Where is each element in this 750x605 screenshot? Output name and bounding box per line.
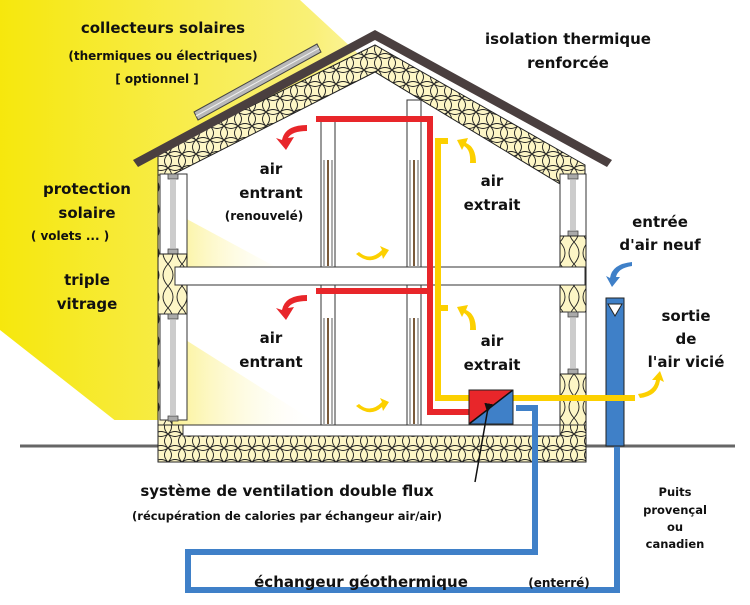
label-geothermal-exchanger: échangeur géothermique (enterré) xyxy=(254,573,590,591)
solar-collectors-optional: [ optionnel ] xyxy=(115,72,199,86)
geothermal-exchanger-title: échangeur géothermique xyxy=(254,573,468,591)
solar-protection-title-2: solaire xyxy=(58,204,115,222)
left-window-lower xyxy=(159,313,188,422)
canadian-well-line3: ou xyxy=(667,520,683,534)
intake-filter-icon xyxy=(607,303,623,317)
upper-air-in-line1: air xyxy=(260,160,283,178)
fresh-air-intake-line1: entrée xyxy=(632,213,688,231)
label-upper-air-in: air entrant (renouvelé) xyxy=(225,160,304,223)
air-flow-arrows xyxy=(276,125,664,413)
label-ventilation-system: système de ventilation double flux (récu… xyxy=(132,482,442,523)
lower-air-out-line2: extrait xyxy=(464,356,521,374)
label-canadian-well: Puits provençal ou canadien xyxy=(643,485,707,551)
label-lower-air-out: air extrait xyxy=(464,332,521,374)
label-triple-glazing: triple vitrage xyxy=(57,271,118,313)
fresh-air-intake-line2: d'air neuf xyxy=(619,236,701,254)
label-stale-air-exit: sortie de l'air vicié xyxy=(648,307,725,371)
right-window-lower xyxy=(559,311,587,375)
lower-air-out-line1: air xyxy=(481,332,504,350)
solar-protection-title: protection xyxy=(43,180,131,198)
yellow-arrow-icon xyxy=(457,305,476,330)
upper-air-out-line2: extrait xyxy=(464,196,521,214)
interior-sunlight-lower xyxy=(170,330,320,425)
canadian-well-line2: provençal xyxy=(643,503,707,517)
canadian-well-line4: canadien xyxy=(646,537,705,551)
solar-protection-note: ( volets ... ) xyxy=(31,229,109,243)
right-window-upper xyxy=(559,173,587,237)
ground-floor-slab xyxy=(182,424,561,437)
lower-air-in-line1: air xyxy=(260,329,283,347)
geothermal-exchanger-note: (enterré) xyxy=(528,576,590,590)
partition-walls xyxy=(320,99,422,426)
stale-air-exit-line3: l'air vicié xyxy=(648,353,725,371)
upper-air-out-line1: air xyxy=(481,172,504,190)
label-upper-air-out: air extrait xyxy=(464,172,521,214)
yellow-arrow-icon xyxy=(638,371,664,398)
canadian-well-line1: Puits xyxy=(659,485,692,499)
ventilation-system-title: système de ventilation double flux xyxy=(140,482,434,500)
lower-air-in-line2: entrant xyxy=(239,353,302,371)
yellow-arrow-icon xyxy=(457,138,476,163)
triple-glazing-line2: vitrage xyxy=(57,295,118,313)
upper-air-in-line2: entrant xyxy=(239,184,302,202)
left-window-upper xyxy=(159,173,188,255)
upper-air-in-note: (renouvelé) xyxy=(225,209,304,223)
triple-glazing-line1: triple xyxy=(64,271,110,289)
label-fresh-air-intake: entrée d'air neuf xyxy=(619,213,701,254)
label-solar-protection: protection solaire ( volets ... ) xyxy=(31,180,131,243)
fresh-air-duct xyxy=(185,405,620,593)
yellow-arrow-icon xyxy=(356,246,389,261)
insulation-title: isolation thermique xyxy=(485,30,651,48)
interior-sunlight-upper xyxy=(170,210,300,280)
extract-air-duct xyxy=(435,138,635,401)
blue-arrow-icon xyxy=(606,262,632,287)
fresh-air-intake-pipe xyxy=(605,297,625,447)
ventilation-system-subtitle: (récupération de calories par échangeur … xyxy=(132,509,442,523)
red-arrow-icon xyxy=(276,125,307,150)
solar-collectors-subtitle: (thermiques ou électriques) xyxy=(68,49,257,63)
intermediate-floor xyxy=(174,266,586,286)
stale-air-exit-line1: sortie xyxy=(661,307,710,325)
label-lower-air-in: air entrant xyxy=(239,329,302,371)
shadow-area xyxy=(0,330,140,440)
yellow-arrow-icon xyxy=(356,398,389,413)
red-arrow-icon xyxy=(276,295,307,320)
solar-collectors-title: collecteurs solaires xyxy=(81,19,245,37)
label-insulation: isolation thermique renforcée xyxy=(485,30,651,72)
label-solar-collectors: collecteurs solaires (thermiques ou élec… xyxy=(68,19,257,86)
heat-exchanger xyxy=(468,389,514,483)
insulation-subtitle: renforcée xyxy=(527,54,609,72)
stale-air-exit-line2: de xyxy=(676,330,697,348)
supply-air-duct xyxy=(316,116,470,415)
